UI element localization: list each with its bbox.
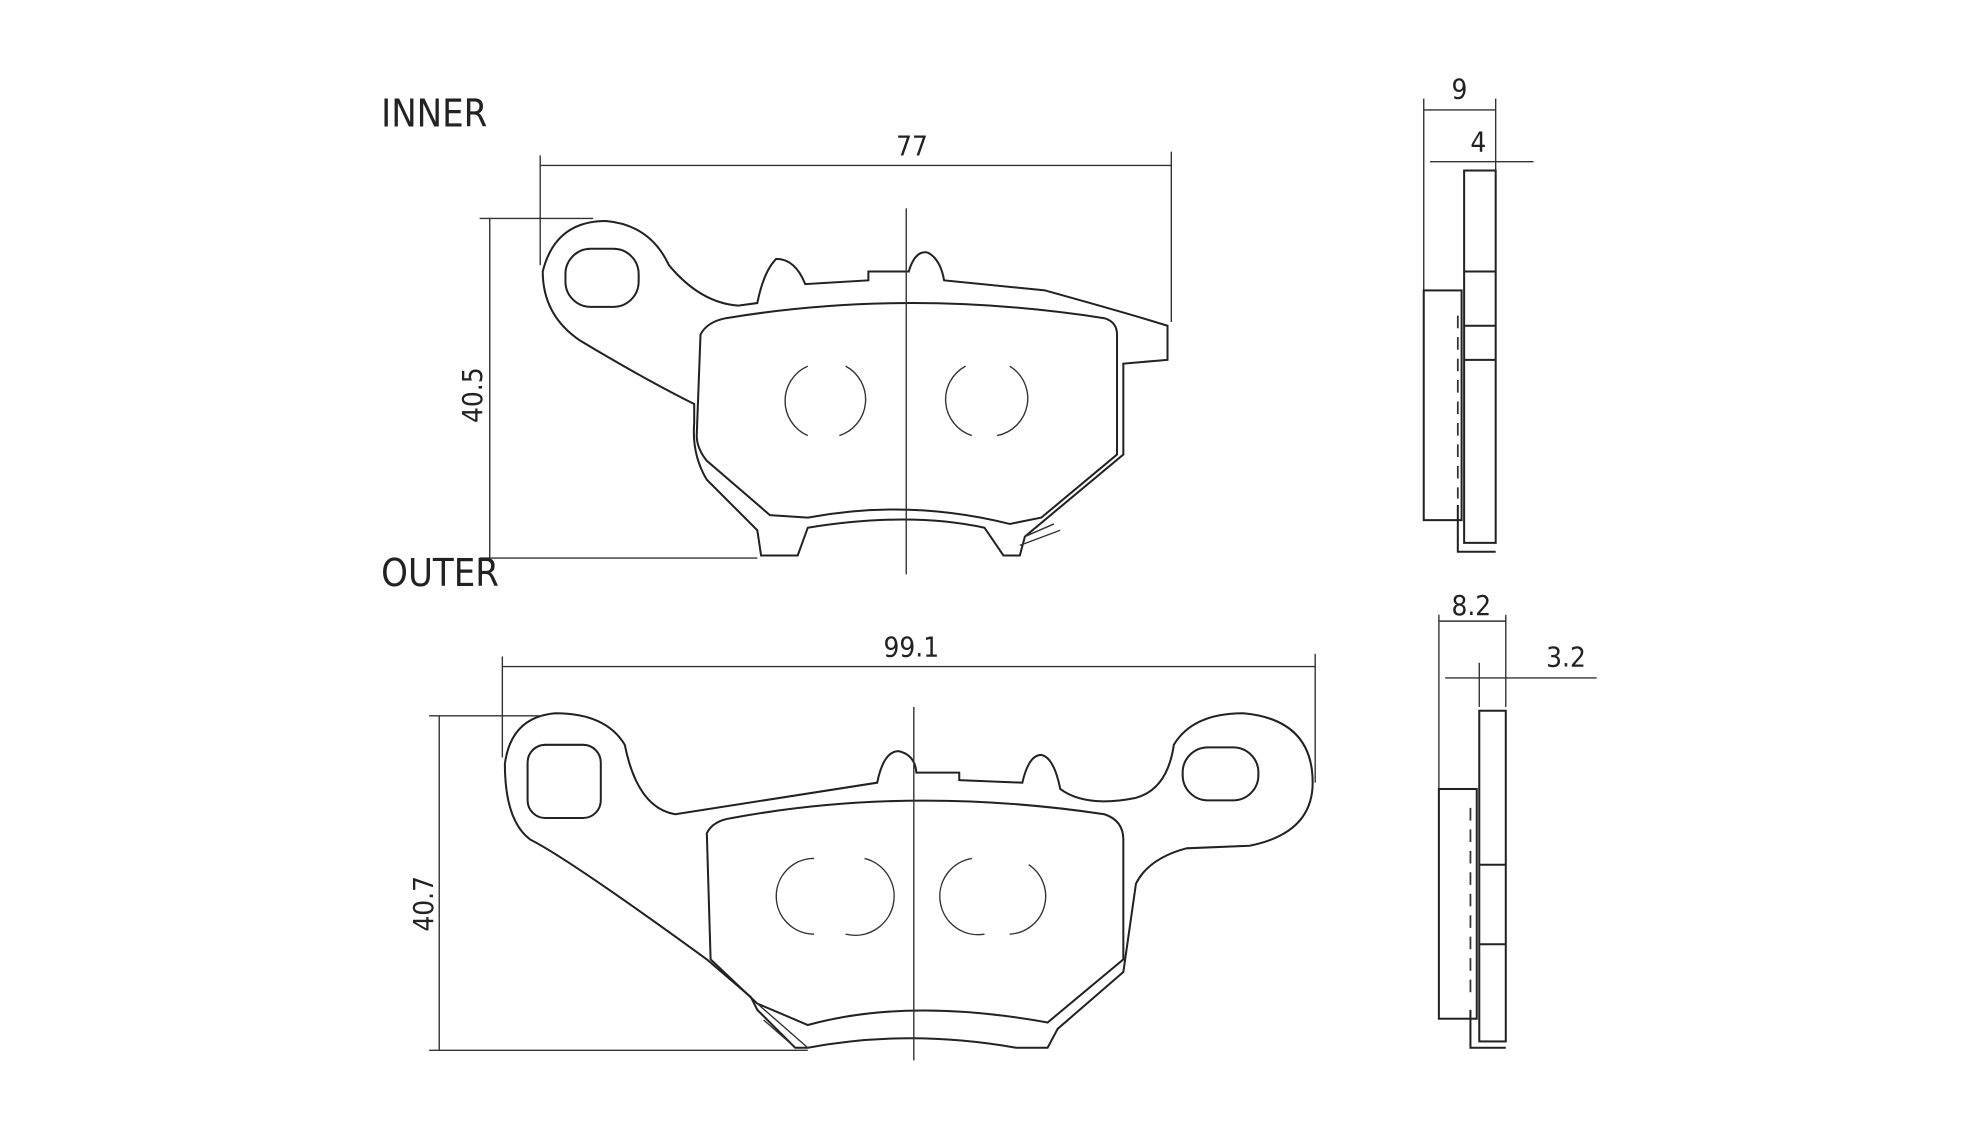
outer-width-dim: 99.1 xyxy=(884,630,940,663)
outer-thickness-total-dim: 8.2 xyxy=(1452,589,1492,622)
inner-pad-front-view xyxy=(541,208,1169,575)
inner-thickness-plate-dim: 4 xyxy=(1470,126,1486,159)
inner-width-dim: 77 xyxy=(896,129,928,162)
inner-thickness-total-dim: 9 xyxy=(1452,73,1468,106)
inner-height-dim: 40.5 xyxy=(456,367,489,423)
outer-thickness-plate-dim: 3.2 xyxy=(1546,641,1586,674)
inner-pad-side-view: 9 4 xyxy=(1422,73,1534,553)
outer-pad-front-view xyxy=(503,706,1314,1061)
outer-label: OUTER xyxy=(381,551,499,595)
inner-label: INNER xyxy=(381,91,487,135)
inner-dimensions: 77 40.5 xyxy=(456,129,1172,559)
outer-pad-side-view: 8.2 3.2 xyxy=(1437,589,1597,1049)
outer-height-dim: 40.7 xyxy=(407,876,440,932)
outer-dimensions: 99.1 40.7 xyxy=(407,630,1316,1051)
